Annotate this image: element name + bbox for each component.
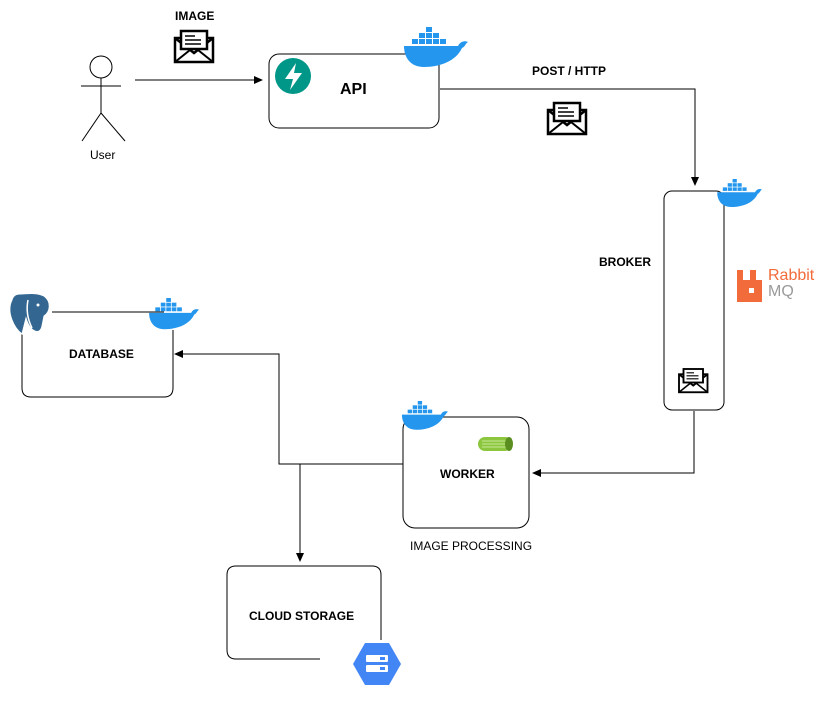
image-label: IMAGE — [175, 9, 215, 23]
cloud-storage-label: CLOUD STORAGE — [249, 609, 355, 623]
connector-worker-database — [174, 350, 403, 465]
cloud-storage-box — [226, 565, 382, 660]
post-http-label: POST / HTTP — [532, 64, 607, 78]
broker-box — [663, 190, 725, 411]
celery-icon — [478, 437, 513, 451]
user-actor — [81, 55, 126, 142]
rabbitmq-wordmark: Rabbit MQ — [768, 268, 814, 300]
rabbitmq-wordmark-line1: Rabbit — [768, 267, 815, 284]
rabbitmq-logo — [737, 270, 762, 302]
worker-label: WORKER — [440, 467, 495, 481]
docker-whale-icon — [404, 27, 468, 67]
api-title: API — [340, 81, 367, 98]
fastapi-bolt-icon — [275, 58, 311, 94]
user-label: User — [90, 148, 116, 162]
image-processing-label: IMAGE PROCESSING — [410, 539, 533, 553]
docker-whale-icon — [149, 298, 199, 330]
rabbitmq-wordmark-line2: MQ — [768, 283, 794, 300]
connector-api-broker — [440, 88, 699, 186]
cloud-storage-icon — [353, 643, 401, 685]
database-box — [21, 311, 174, 398]
postgresql-elephant-icon — [9, 293, 50, 335]
database-label: DATABASE — [69, 347, 134, 361]
docker-whale-icon — [717, 179, 762, 207]
api-box — [268, 53, 440, 129]
broker-label: BROKER — [599, 255, 652, 269]
envelope-icon — [173, 29, 215, 64]
connector-broker-worker — [532, 411, 695, 477]
envelope-icon — [546, 101, 588, 136]
